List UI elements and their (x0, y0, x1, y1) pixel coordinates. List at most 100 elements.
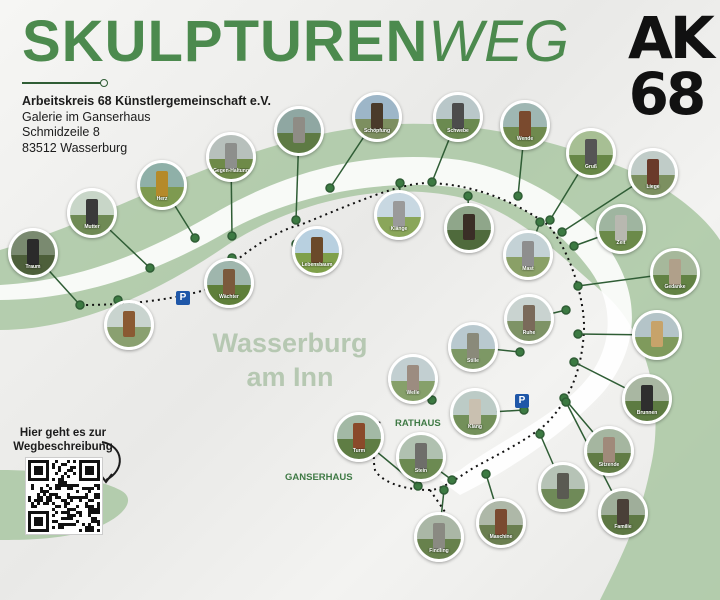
address-line2: Schmidzeile 8 (22, 125, 100, 139)
sculpture-photo[interactable]: Brunnen (622, 374, 672, 424)
sculpture-photo[interactable]: Schwebe (433, 92, 483, 142)
photo-ground (503, 127, 547, 147)
qr-code-pattern (28, 460, 100, 532)
sculpture-label: Klang (468, 424, 482, 430)
photo-ground (391, 381, 435, 401)
sculpture-photo[interactable]: Findling (414, 512, 464, 562)
sculpture-photo[interactable]: Sitzende (584, 426, 634, 476)
sculpture-figure (602, 436, 616, 464)
sculpture-photo[interactable]: Liege (628, 148, 678, 198)
sculpture-label: Herz (156, 196, 168, 202)
qr-code-icon[interactable] (26, 458, 102, 534)
sculpture-label: Traum (25, 264, 41, 270)
photo-ground (295, 253, 339, 273)
sculpture-label: Gedanke (664, 284, 686, 290)
sculpture-photo[interactable]: Mutter (67, 188, 117, 238)
sculpture-photo[interactable]: Gedanke (650, 248, 700, 298)
sculpture-photo[interactable]: Welle (388, 354, 438, 404)
sculpture-label: Ruhe (522, 330, 536, 336)
sculpture-figure (521, 240, 535, 268)
photo-ground (417, 539, 461, 559)
route-stop-dot (75, 300, 85, 310)
page-title: SKULPTURENWEG (22, 10, 570, 74)
route-stop-dot (515, 347, 525, 357)
ak68-logo: AK 68 (628, 9, 715, 128)
route-path (79, 181, 586, 541)
sculpture-photo[interactable]: Herz (137, 160, 187, 210)
sculpture-photo[interactable] (104, 300, 154, 350)
sculpture-label: Mutter (84, 224, 100, 230)
sculpture-figure (432, 522, 446, 550)
title-bold: SKULPTUREN (22, 9, 429, 74)
sculpture-figure (584, 138, 598, 166)
sculpture-photo[interactable]: Traum (8, 228, 58, 278)
sculpture-figure (292, 116, 306, 144)
sculpture-photo[interactable]: Stein (396, 432, 446, 482)
sculpture-figure (85, 198, 99, 226)
sculpture-photo[interactable]: Stille (448, 322, 498, 372)
photo-ground (653, 275, 697, 295)
sculpture-figure (614, 214, 628, 242)
place-rathaus: RATHAUS (395, 418, 441, 429)
sculpture-figure (518, 110, 532, 138)
photo-ground (599, 231, 643, 251)
sculpture-photo[interactable]: Wächter (204, 258, 254, 308)
sculpture-photo[interactable]: Schöpfung (352, 92, 402, 142)
route-stop-dot (227, 231, 237, 241)
sculpture-photo[interactable] (274, 106, 324, 156)
sculpture-figure (224, 142, 238, 170)
sculpture-photo[interactable]: Maschine (476, 498, 526, 548)
sculpture-photo[interactable]: Familie (598, 488, 648, 538)
route-stop-dot (573, 281, 583, 291)
sculpture-figure (406, 364, 420, 392)
address-block: Arbeitskreis 68 Künstlergemeinschaft e.V… (22, 94, 271, 156)
photo-ground (601, 515, 645, 535)
sculpture-photo[interactable]: Mast (503, 230, 553, 280)
sculpture-label: Sitzende (598, 462, 620, 468)
sculpture-photo[interactable]: Zeit (596, 204, 646, 254)
logo-line2: 68 (628, 60, 707, 128)
sculpture-figure (310, 236, 324, 264)
sculpture-photo[interactable]: Wende (500, 100, 550, 150)
sculpture-photo[interactable]: Gegen-Haltung (206, 132, 256, 182)
sculpture-photo[interactable]: Turm (334, 412, 384, 462)
sculpture-figure (640, 384, 654, 412)
photo-ground (377, 217, 421, 237)
sculpture-photo[interactable] (632, 310, 682, 360)
sculpture-label: Schwebe (447, 128, 469, 134)
sculpture-label: Welle (406, 390, 420, 396)
sculpture-label: Stein (414, 468, 428, 474)
sculpture-figure (122, 310, 136, 338)
sculpture-photo[interactable]: Klang (450, 388, 500, 438)
sculpture-label: Stille (467, 358, 479, 364)
sculpture-figure (370, 102, 384, 130)
address-line3: 83512 Wasserburg (22, 140, 128, 155)
sculpture-photo[interactable]: Gruß (566, 128, 616, 178)
sculpture-label: Klänge (390, 226, 408, 232)
route-stop-dot (569, 357, 579, 367)
parking-sign-icon: P (515, 394, 529, 408)
sculpture-label: Turm (352, 448, 366, 454)
route-stop-dot (291, 215, 301, 225)
sculpture-figure (462, 213, 476, 241)
route-stop-dot (535, 217, 545, 227)
city-line2: am Inn (246, 362, 334, 392)
title-light: WEG (428, 9, 570, 74)
sculpture-label: Mast (522, 266, 534, 272)
curved-arrow-icon (99, 441, 121, 484)
sculpture-photo[interactable]: Ruhe (504, 294, 554, 344)
address-line1: Galerie im Ganserhaus (22, 109, 151, 124)
sculpture-photo[interactable]: Lebensbaum (292, 226, 342, 276)
sculpture-figure (352, 422, 366, 450)
sculpture-figure (522, 304, 536, 332)
sculpture-label: Wende (516, 136, 534, 142)
route-stop-dot (413, 481, 423, 491)
photo-ground (11, 255, 55, 275)
photo-ground (140, 187, 184, 207)
sculpture-photo[interactable]: Klänge (374, 190, 424, 240)
sculpture-label: Schöpfung (363, 128, 391, 134)
sculpture-photo[interactable] (444, 203, 494, 253)
sculpture-photo[interactable] (538, 462, 588, 512)
sculpture-figure (451, 102, 465, 130)
